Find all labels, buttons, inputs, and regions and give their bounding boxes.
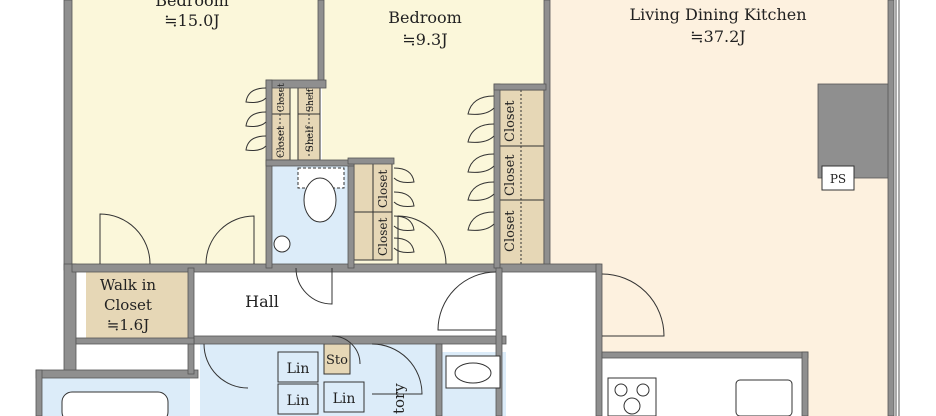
wall-closet-b-top xyxy=(347,157,395,165)
storage-dividers xyxy=(270,90,544,266)
corridor-fill xyxy=(500,268,600,416)
fixtures xyxy=(61,165,855,416)
kitchen-sink-icon xyxy=(735,379,793,416)
wash-basin-icon xyxy=(454,362,492,384)
wall-bedrooms-divider xyxy=(317,0,325,85)
closet-door-swings xyxy=(245,87,495,253)
burner-icon xyxy=(614,383,628,397)
ldk-fill xyxy=(548,0,892,416)
wic-area: ≒1.6J xyxy=(107,316,149,334)
linen-cabinet-a xyxy=(277,351,319,383)
wall-bath-top xyxy=(35,369,199,379)
bedroom-center-name: Bedroom xyxy=(388,8,462,27)
door-ldk xyxy=(601,273,665,337)
wall-corridor-right xyxy=(595,263,603,416)
ps-box xyxy=(821,165,855,191)
door-toilet xyxy=(295,267,333,305)
door-bedroom-left-a xyxy=(99,213,151,265)
walls xyxy=(35,0,895,416)
wall-wash-mid xyxy=(435,343,443,416)
door-wash xyxy=(331,335,361,365)
wall-ldk-right xyxy=(887,0,895,416)
burner-icon xyxy=(636,383,650,397)
burner-icon xyxy=(623,397,641,415)
wall-kitchen-right xyxy=(801,351,809,416)
linen-label-b: Lin xyxy=(287,393,310,409)
closet-label-a: Closet xyxy=(277,83,287,112)
door-bedroom-left-b xyxy=(205,215,255,265)
toilet-bowl-icon xyxy=(303,177,337,223)
shelf-label-a2: Shelf xyxy=(305,125,316,152)
linen-label-a: Lin xyxy=(287,361,310,377)
wall-kitchen-top xyxy=(601,351,809,359)
ldk-name: Living Dining Kitchen xyxy=(629,5,806,24)
bedroom-center-fill xyxy=(322,0,544,82)
wall-closet-c-left xyxy=(493,83,501,269)
wall-ps xyxy=(817,83,893,179)
windows xyxy=(895,0,900,416)
hall-fill xyxy=(194,270,500,338)
linen-cabinet-c xyxy=(323,381,365,413)
hall-name: Hall xyxy=(245,292,279,311)
wall-toilet-right xyxy=(347,159,355,269)
wall-outer-left xyxy=(63,0,73,271)
ps-label: PS xyxy=(830,172,846,186)
wall-closet-c-top xyxy=(493,83,547,91)
closet-label-b2: Closet xyxy=(376,217,390,256)
wall-bath-left xyxy=(35,369,43,416)
wall-bedroom-ldk xyxy=(543,0,551,269)
wall-toilet-mid xyxy=(265,159,355,167)
closet-label-c2: Closet xyxy=(503,154,518,196)
lavatory-label: tory xyxy=(390,383,408,414)
wall-wic-bottom xyxy=(75,337,195,345)
closet-label-a2: Closet xyxy=(276,126,287,158)
closet-label-b1: Closet xyxy=(376,169,390,208)
bedroom-left-name: Bedroom xyxy=(155,0,229,10)
door-bedroom-center xyxy=(397,215,447,265)
linen-label-c: Lin xyxy=(333,391,356,407)
labels: Bedroom ≒15.0J Bedroom ≒9.3J Living Dini… xyxy=(100,0,846,414)
wall-left-step xyxy=(63,263,77,375)
wall-bedrooms-bottom xyxy=(71,263,601,273)
shelf-label-a: Shelf xyxy=(306,88,316,112)
bathtub-icon xyxy=(61,391,169,416)
linen-cabinet-b xyxy=(277,383,319,415)
storage-label: Sto xyxy=(326,353,348,368)
door-bath xyxy=(203,343,249,389)
door-lav xyxy=(371,343,423,395)
doors xyxy=(99,213,665,395)
door-hall-right xyxy=(437,271,497,331)
closet-label-c1: Closet xyxy=(503,100,518,142)
wall-toilet-top xyxy=(265,79,327,89)
wall-toilet-left xyxy=(265,79,273,269)
bedroom-center-area: ≒9.3J xyxy=(402,30,447,49)
bedroom-left-area: ≒15.0J xyxy=(164,11,219,30)
walk-in-closet-fill xyxy=(86,270,190,340)
wic-line1: Walk in xyxy=(100,276,157,294)
closet-label-c3: Closet xyxy=(503,210,518,252)
ldk-area: ≒37.2J xyxy=(690,27,745,46)
wic-line2: Closet xyxy=(104,296,152,314)
wall-corridor-left xyxy=(495,267,503,416)
hand-basin-icon xyxy=(273,235,291,253)
wall-hall-left xyxy=(187,267,195,375)
